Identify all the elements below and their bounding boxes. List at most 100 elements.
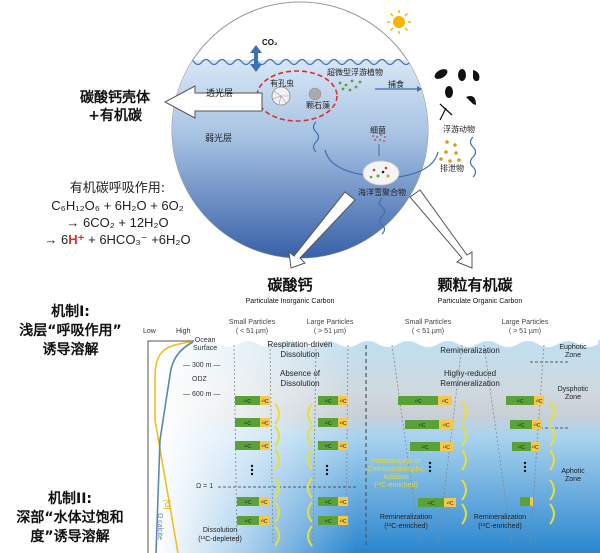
marine-snow-label: 海洋雪聚合物 [358, 188, 406, 197]
c13-label: ¹³C [442, 399, 449, 405]
pic-branch-arrow [288, 191, 356, 269]
annot-text: (¹³C-enriched) [478, 523, 522, 530]
isotope-bar: ¹²C ¹³C [398, 396, 452, 405]
header-text: Small Particles [404, 319, 452, 326]
c12-segment [318, 441, 338, 450]
c12-segment [405, 420, 439, 429]
pic-large-header: Large Particles( > 51 µm) [300, 318, 360, 336]
c13-segment [338, 516, 348, 525]
c13-label: ¹³C [340, 421, 347, 427]
annot-text: Remineralization [440, 379, 500, 388]
omega-1-label: Ω = 1 [196, 483, 214, 490]
photic-layer-label: 透光层 [206, 89, 234, 99]
c12-label: ¹²C [422, 445, 429, 451]
header-text: ( > 51 µm) [508, 328, 542, 335]
odz-label: ODZ [192, 376, 207, 383]
annot-text: (¹³C-enriched) [374, 482, 418, 489]
ellipsis-dot [250, 468, 254, 472]
c13-label: ¹³C [340, 500, 347, 506]
fecal-pellets-label: 排泄物 [440, 164, 464, 173]
c12-segment [512, 442, 531, 451]
c12-label: ¹²C [325, 421, 332, 427]
annot-text: Heterotrophic or [370, 458, 422, 465]
c12-segment [506, 396, 534, 405]
bacteria-dots [372, 134, 386, 142]
zone-text: Zone [565, 352, 581, 359]
c12-label: ¹²C [325, 519, 332, 525]
dim-layer-label: 弱光层 [205, 134, 233, 144]
poc-branch-arrow [409, 189, 473, 269]
c13-label: ¹³C [261, 500, 268, 506]
zone-text: Aphotic [561, 468, 585, 475]
poc-large-header: Large Particles ( > 51 µm) [495, 318, 555, 336]
remineralization-label: Remineralization [440, 346, 500, 355]
c13-segment [338, 497, 348, 506]
c12-segment [235, 441, 260, 450]
yellow-arc [307, 448, 313, 470]
depth-text: Ocean [194, 337, 216, 344]
c12-segment [237, 516, 259, 525]
annot-text: Remineralization [473, 514, 527, 521]
remin-small-label: Remineralization(¹³C-enriched) [366, 513, 446, 531]
coccolithophore-label: 颗石藻 [306, 101, 330, 110]
annot-text: Dissolution [202, 527, 238, 534]
shell-label-line2: +有机碳 [88, 108, 142, 124]
header-text: Large Particles [306, 319, 354, 326]
c12-label: ¹²C [517, 399, 524, 405]
c12-label: ¹²C [325, 399, 332, 405]
mechanism-2-title: 机制II: [47, 491, 93, 507]
yellow-arc [274, 425, 280, 447]
calcifier-group-outline [256, 70, 338, 122]
bacteria-label: 细菌 [370, 126, 386, 135]
c12-segment [318, 516, 338, 525]
yellow-arc [461, 425, 467, 447]
ellipsis-dot [523, 465, 527, 469]
c13-segment [440, 442, 453, 451]
c12-segment [520, 497, 530, 506]
dissolution-depleted-label: Dissolution (¹³C-depleted) [180, 526, 260, 544]
ellipsis-dot [523, 469, 527, 473]
yellow-arc [549, 479, 555, 501]
mechanism-1-label: 机制I: 浅层“呼吸作用” 诱导溶解 [8, 303, 133, 360]
c13-label: ¹³C [443, 423, 450, 429]
header-text: Large Particles [501, 319, 549, 326]
shell-label-line1: 碳酸钙壳体 [80, 90, 150, 106]
co2-exchange-arrow-icon [250, 45, 262, 72]
c13-segment [338, 396, 348, 405]
ellipsis-dot [325, 468, 329, 472]
foraminifera-icon [271, 86, 291, 106]
ocean-waves [172, 58, 428, 66]
mechanism-2-line3: 度”诱导溶解 [30, 529, 110, 545]
depth-300m: — 300 m — [183, 362, 221, 369]
c13-segment [338, 441, 348, 450]
ellipsis-dot [250, 464, 254, 468]
c12-segment [510, 420, 532, 429]
mechanism-1-line2: 浅层“呼吸作用” [19, 323, 122, 339]
profile-high-label: High [176, 328, 191, 335]
yellow-arc [307, 477, 313, 499]
annot-text: (¹³C-depleted) [198, 536, 242, 543]
annot-text: Highy-reduced [443, 369, 497, 378]
yellow-arc [274, 403, 280, 425]
c12-label: ¹²C [419, 423, 426, 429]
c12-label: ¹²C [244, 444, 251, 450]
zone-text: Euphotic [559, 344, 587, 351]
annot-text: (¹³C-enriched) [384, 523, 428, 530]
hydrogen-ion: H⁺ [68, 232, 85, 247]
c12-label: ¹²C [415, 399, 422, 405]
c13-segment [260, 441, 270, 450]
c13-segment [259, 497, 269, 506]
yellow-arc [549, 449, 555, 471]
predation-label: 捕食 [388, 80, 404, 89]
yellow-arc [549, 425, 555, 447]
